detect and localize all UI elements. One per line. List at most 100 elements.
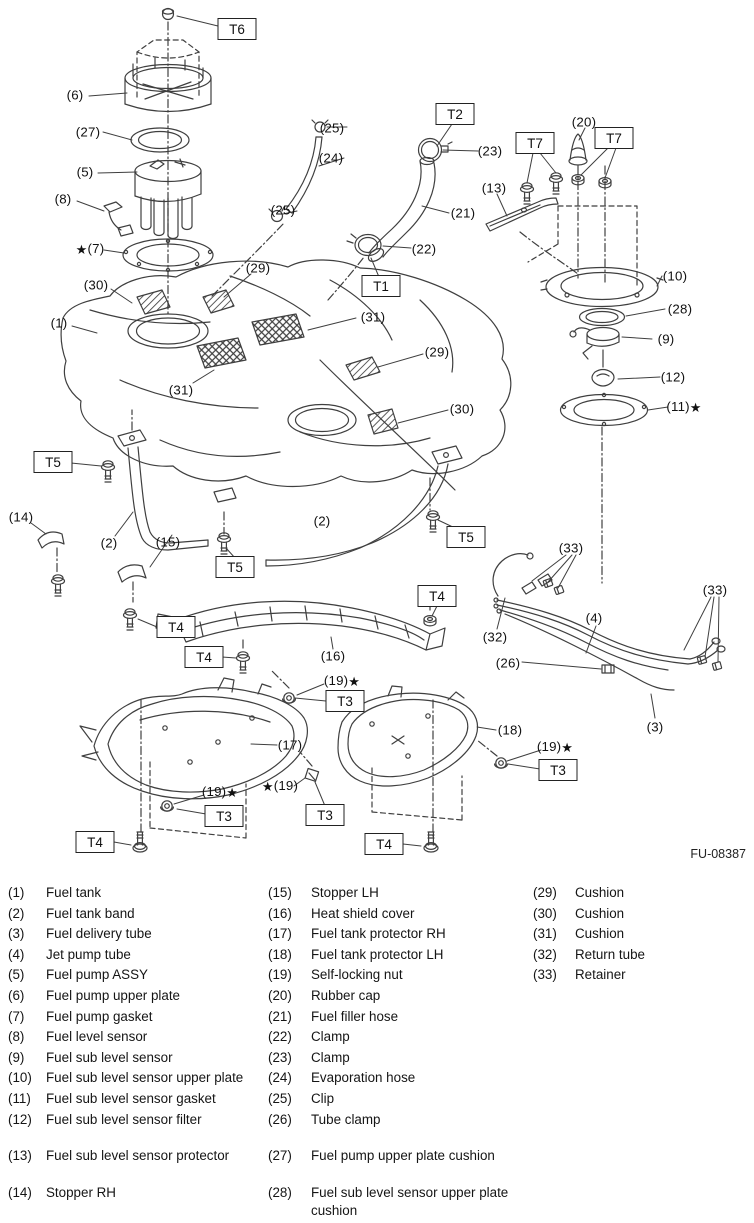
legend-item-label: Return tube <box>575 946 645 962</box>
legend-item-30: (30) Cushion <box>533 905 748 926</box>
legend-item-label: Fuel tank band <box>46 905 135 921</box>
torque-ref-box-t3: T3 <box>204 805 244 827</box>
legend-item-label: Fuel pump ASSY <box>46 967 148 983</box>
axis-lines <box>56 21 606 837</box>
part-callout-20: (20) <box>571 114 597 130</box>
torque-ref-box-t4: T4 <box>364 833 404 855</box>
legend-item-label: Fuel sub level sensor protector <box>46 1148 230 1164</box>
torque-ref-box-t2: T2 <box>435 103 475 125</box>
legend-item-label: Fuel sub level sensor upper plate <box>46 1070 244 1086</box>
torque-ref-box-t4: T4 <box>75 831 115 853</box>
part-callout-8: (8) <box>54 191 72 207</box>
legend-item-11: (11)Fuel sub level sensor gasket <box>8 1090 258 1111</box>
legend-item-label: Fuel sub level sensor filter <box>46 1111 202 1127</box>
part-callout-19: (19)★ <box>201 784 239 800</box>
torque-ref-box-t3: T3 <box>325 690 365 712</box>
legend-item-label: Tube clamp <box>311 1111 381 1127</box>
part-callout-26: (26) <box>495 655 521 671</box>
legend-item-16: (16)Heat shield cover <box>268 905 520 926</box>
legend-item-14: (14)Stopper RH <box>8 1184 258 1205</box>
legend-item-number: (25) <box>268 1090 292 1106</box>
figure-code: FU-08387 <box>690 847 746 861</box>
legend-item-17: (17)Fuel tank protector RH <box>268 925 520 946</box>
part-callout-2: (2) <box>313 513 331 529</box>
legend-item-number: (17) <box>268 926 292 942</box>
legend-item-number: (4) <box>8 946 25 962</box>
fuel-tubes-art <box>492 552 726 691</box>
exploded-diagram-art <box>30 7 726 853</box>
legend-item-label: Retainer <box>575 967 626 983</box>
legend-item-label: Jet pump tube <box>46 946 131 962</box>
part-callout-31: (31) <box>360 309 386 325</box>
legend-item-19: (19)Self-locking nut <box>268 966 520 987</box>
legend-item-15: (15)Stopper LH <box>268 884 520 905</box>
part-callout-29: (29) <box>245 260 271 276</box>
legend-item-6: (6)Fuel pump upper plate <box>8 987 258 1008</box>
part-callout-33: (33) <box>558 540 584 556</box>
legend-item-23: (23) Clamp <box>268 1049 520 1070</box>
legend-item-number: (26) <box>268 1111 292 1127</box>
torque-ref-box-t5: T5 <box>33 451 73 473</box>
legend-item-number: (14) <box>8 1184 32 1200</box>
torque-ref-box-t7: T7 <box>515 132 555 154</box>
legend-item-label: Evaporation hose <box>311 1070 416 1086</box>
heat-shield-art <box>155 600 446 651</box>
part-callout-17: (17) <box>277 737 303 753</box>
legend-column-1: (1)Fuel tank(2)Fuel tank band(3)Fuel del… <box>8 884 258 1204</box>
legend-item-label: Clip <box>311 1090 335 1106</box>
torque-ref-box-t3: T3 <box>538 759 578 781</box>
torque-ref-box-t5: T5 <box>446 526 486 548</box>
sub-level-sensor-assembly-art <box>485 133 664 427</box>
part-callout-27: (27) <box>75 124 101 140</box>
legend-column-3: (29)Cushion(30)Cushion(31)Cushion(32)Ret… <box>533 884 748 987</box>
protector-rh-art <box>79 677 320 853</box>
legend-item-5: (5)Fuel pump ASSY <box>8 966 258 987</box>
legend-item-label: Clamp <box>311 1049 350 1065</box>
legend-item-8: (8)Fuel level sensor <box>8 1028 258 1049</box>
part-callout-23: (23) <box>477 143 503 159</box>
star-icon: ★ <box>226 784 239 800</box>
protector-lh-art <box>337 685 508 853</box>
legend-item-number: (1) <box>8 885 25 900</box>
legend-item-number: (6) <box>8 987 25 1003</box>
legend-item-number: (21) <box>268 1008 292 1024</box>
part-callout-31: (31) <box>168 382 194 398</box>
leader-lines <box>30 15 720 847</box>
legend-item-label: Fuel filler hose <box>311 1008 399 1024</box>
legend-item-12: (12)Fuel sub level sensor filter <box>8 1111 258 1132</box>
legend-item-7: (7)Fuel pump gasket <box>8 1008 258 1029</box>
part-callout-10: (10) <box>662 268 688 284</box>
legend-item-28: (28)Fuel sub level sensor upper plate cu… <box>268 1184 520 1222</box>
legend-item-9: (9)Fuel sub level sensor <box>8 1049 258 1070</box>
legend-item-number: (9) <box>8 1049 25 1065</box>
legend-item-number: (18) <box>268 946 292 962</box>
part-callout-6: (6) <box>66 87 84 103</box>
legend-item-number: (33) <box>533 967 557 983</box>
torque-ref-box-t4: T4 <box>184 646 224 668</box>
legend-item-number: (30) <box>533 905 557 921</box>
legend-item-25: (25) Clip <box>268 1090 520 1111</box>
legend-item-number: (13) <box>8 1148 32 1164</box>
fuel-tank-art <box>60 259 512 491</box>
torque-ref-box-t7: T7 <box>594 127 634 149</box>
part-callout-3: (3) <box>646 719 664 735</box>
part-callout-4: (4) <box>585 610 603 626</box>
legend-item-label: Fuel tank <box>46 885 102 900</box>
torque-ref-box-t3: T3 <box>305 804 345 826</box>
legend-item-26: (26) Tube clamp <box>268 1111 520 1132</box>
legend-item-2: (2)Fuel tank band <box>8 905 258 926</box>
torque-ref-box-t4: T4 <box>156 616 196 638</box>
legend-item-10: (10)Fuel sub level sensor upper plate <box>8 1069 258 1090</box>
legend-item-label: Fuel pump gasket <box>46 1008 153 1024</box>
star-icon: ★ <box>689 399 702 415</box>
part-callout-11: (11)★ <box>666 399 702 415</box>
legend-item-number: (8) <box>8 1029 25 1045</box>
legend-item-label: Cushion <box>575 905 625 921</box>
part-callout-16: (16) <box>320 648 346 664</box>
legend-item-number: (23) <box>268 1049 292 1065</box>
legend-item-number: (16) <box>268 905 292 921</box>
part-callout-13: (13) <box>481 180 507 196</box>
part-callout-22: (22) <box>411 241 437 257</box>
part-callout-25: (25) <box>319 120 345 136</box>
